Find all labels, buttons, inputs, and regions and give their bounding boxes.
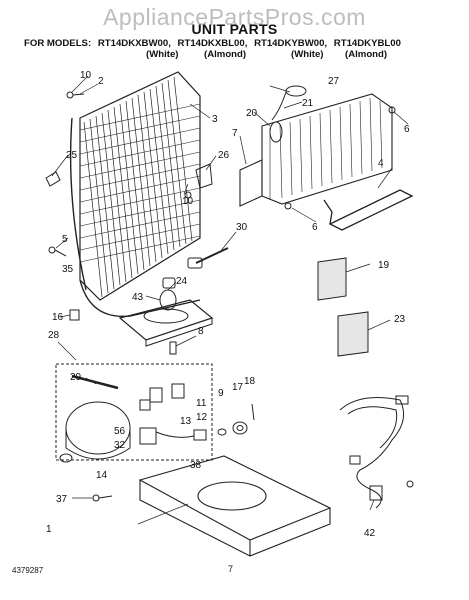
callout-10: 10 [182,196,194,207]
callout-42: 42 [364,528,376,539]
callout-38: 38 [190,460,202,471]
model-3: RT14DKYBW00, [254,38,328,49]
model-2: RT14DKXBL00, [177,38,248,49]
callout-3: 3 [212,114,218,125]
callout-2: 2 [98,76,104,87]
callout-12: 12 [196,412,208,423]
model-1: RT14DKXBW00, [97,38,171,49]
model-4: RT14DKYBL00 [333,38,401,49]
callout-10: 10 [80,70,92,81]
model-1-color: (White) [146,49,179,60]
heat-exchanger-assembly [239,85,396,210]
callout-29: 29 [70,372,82,383]
callout-16: 16 [52,312,64,323]
callout-24: 24 [176,276,188,287]
callout-9: 9 [218,388,224,399]
callout-32: 32 [114,440,126,451]
models-prefix: FOR MODELS: [24,38,92,49]
model-list: FOR MODELS: RT14DKXBW00, RT14DKXBL00, RT… [24,38,405,49]
callout-6: 6 [404,124,410,135]
callout-7: 7 [232,128,238,139]
callout-25: 25 [66,150,78,161]
callout-56: 56 [114,426,126,437]
callout-18: 18 [244,376,256,387]
callout-14: 14 [96,470,108,481]
model-2-color: (Almond) [204,49,247,60]
condenser-coil [69,71,201,318]
mounting-grommets [217,403,255,436]
callout-35: 35 [62,264,74,275]
callout-5: 5 [62,234,68,245]
callout-17: 17 [232,382,244,393]
callout-28: 28 [48,330,60,341]
callout-20: 20 [246,108,258,119]
callout-27: 27 [328,76,340,87]
document-number: 4379287 [12,566,44,575]
model-4-color: (Almond) [345,49,388,60]
callout-6: 6 [312,222,318,233]
callout-30: 30 [236,222,248,233]
page-title: UNIT PARTS [191,21,278,37]
callout-13: 13 [180,416,192,427]
callout-43: 43 [132,292,144,303]
callout-21: 21 [302,98,314,109]
callout-23: 23 [394,314,406,325]
insulation-blocks [317,257,369,357]
drain-pan [118,277,214,355]
base-plate [92,455,332,557]
wire-harness [339,395,414,509]
callout-37: 37 [56,494,68,505]
callout-1: 1 [46,524,52,535]
model-3-color: (White) [291,49,324,60]
callout-19: 19 [378,260,390,271]
callout-11: 11 [196,398,207,409]
callout-4: 4 [378,158,384,169]
defrost-heater [323,189,414,231]
callout-leaders [51,75,409,525]
page-number: 7 [228,564,234,574]
callout-26: 26 [218,150,230,161]
callout-8: 8 [198,326,204,337]
watermark: AppliancePartsPros.com [103,4,366,30]
